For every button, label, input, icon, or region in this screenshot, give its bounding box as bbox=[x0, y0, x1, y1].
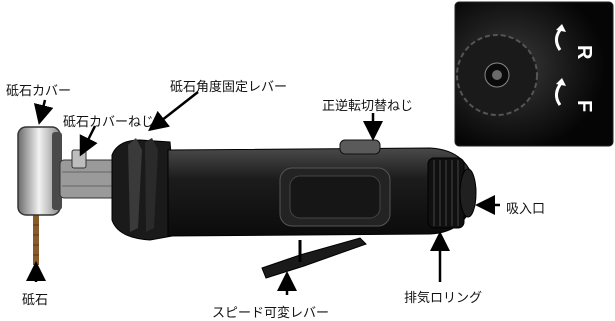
arrow-icon bbox=[26, 91, 500, 295]
label-grindstone: 砥石 bbox=[22, 293, 49, 308]
label-exhaust-ring: 排気ロリング bbox=[404, 291, 483, 306]
inset-photo bbox=[454, 1, 614, 147]
label-angle-lever: 砥石角度固定レバー bbox=[170, 80, 288, 95]
forward-mark: F bbox=[573, 100, 595, 112]
grindstone-cover bbox=[17, 126, 62, 216]
exhaust-ring bbox=[427, 157, 477, 229]
label-intake: 吸入口 bbox=[506, 202, 546, 217]
label-grindstone-cover: 砥石カバー bbox=[6, 84, 72, 99]
label-grindstone-cover-screw: 砥石カバーねじ bbox=[63, 115, 155, 130]
grindstone-cover-screw bbox=[59, 149, 119, 199]
label-speed-lever: スピード可変レバー bbox=[212, 306, 330, 321]
rotation-arrow-icon bbox=[555, 24, 566, 106]
tool-body bbox=[167, 147, 477, 237]
angle-lever-housing bbox=[111, 138, 179, 241]
label-forward-reverse-screw: 正逆転切替ねじ bbox=[322, 99, 414, 114]
reverse-mark: R bbox=[573, 45, 595, 60]
speed-lever bbox=[261, 237, 367, 279]
forward-reverse-switch bbox=[339, 139, 381, 155]
